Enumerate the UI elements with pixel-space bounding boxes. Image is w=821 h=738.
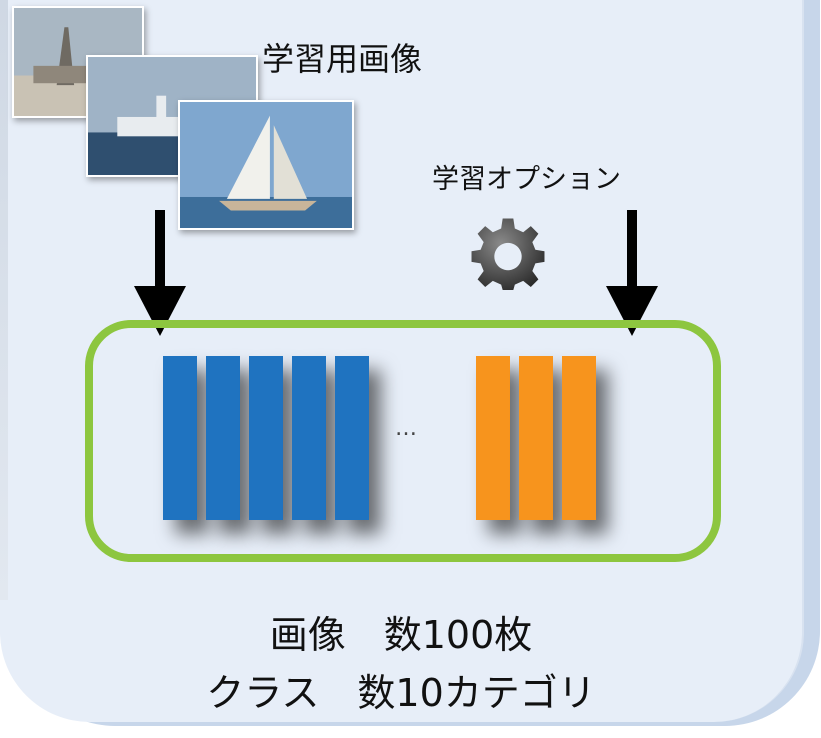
class-bar-blue-5 (335, 356, 369, 520)
summary-class-count: クラス 数10カテゴリ (206, 671, 596, 715)
class-bar-blue-1 (163, 356, 197, 520)
ellipsis: … (395, 416, 419, 441)
class-bar-orange-1 (476, 356, 510, 520)
class-bar-blue-4 (292, 356, 326, 520)
training-images-label: 学習用画像 (262, 40, 423, 78)
class-bar-blue-2 (206, 356, 240, 520)
down-arrow-icon-left (134, 210, 186, 336)
background-window-edge (0, 0, 8, 600)
summary-image-count: 画像 数100枚 (269, 613, 533, 657)
training-photo-3 (178, 100, 354, 230)
training-options-label: 学習オプション (432, 164, 621, 195)
class-bar-blue-3 (249, 356, 283, 520)
class-bar-orange-3 (562, 356, 596, 520)
gear-icon (471, 218, 545, 290)
dataset-frame (85, 320, 721, 562)
down-arrow-icon-right (606, 210, 658, 336)
class-bar-orange-2 (519, 356, 553, 520)
